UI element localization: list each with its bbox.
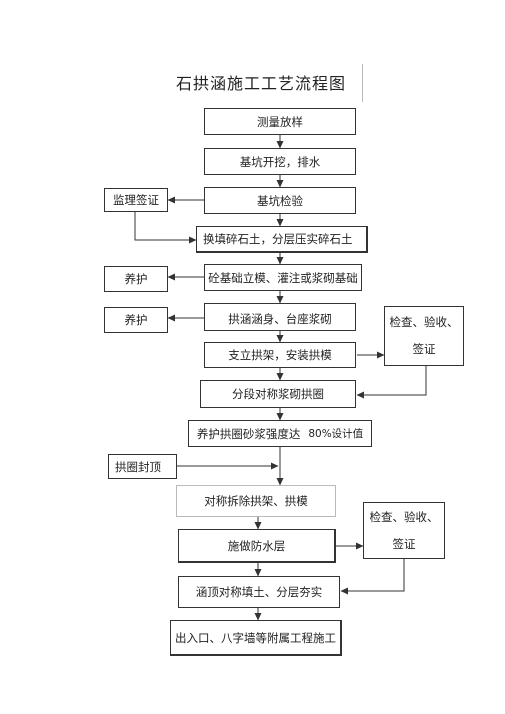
step-label: 涵顶对称填土、分层夯实 xyxy=(195,585,323,599)
side-label: 检查、验收、 xyxy=(389,315,459,329)
curing-box-2: 养护 xyxy=(104,307,168,333)
side-label: 养护 xyxy=(124,272,148,286)
step-label: 养护拱圈砂浆强度达 xyxy=(196,426,301,441)
side-label: 拱圈封顶 xyxy=(115,459,161,474)
step-survey-layout: 测量放样 xyxy=(204,108,356,135)
step-arch-support-install: 支立拱架，安装拱模 xyxy=(204,342,356,368)
step-label: 砼基础立模、灌注或浆砌基础 xyxy=(208,270,358,285)
step-label: 拱涵涵身、台座浆砌 xyxy=(228,312,332,326)
side-label: 检查、验收、 xyxy=(369,509,439,524)
step-curing-mortar-strength: 养护拱圈砂浆强度达 80%设计值 xyxy=(188,420,372,447)
step-pit-inspection: 基坑检验 xyxy=(204,187,356,214)
step-label: 换填碎石土，分层压实碎石土 xyxy=(203,232,353,246)
step-label: 出入口、八字墙等附属工程施工 xyxy=(175,630,336,645)
title-divider xyxy=(362,64,363,102)
strength-threshold: 80%设计值 xyxy=(308,428,364,440)
step-label: 分段对称浆砌拱圈 xyxy=(232,387,324,401)
step-culvert-body-masonry: 拱涵涵身、台座浆砌 xyxy=(204,303,356,331)
step-label: 支立拱架，安装拱模 xyxy=(228,348,332,362)
step-label: 施做防水层 xyxy=(227,538,286,553)
step-label: 测量放样 xyxy=(257,114,303,129)
step-excavation-drainage: 基坑开挖，排水 xyxy=(204,148,356,175)
side-label: 养护 xyxy=(124,313,148,327)
step-gravel-backfill: 换填碎石土，分层压实碎石土 xyxy=(196,226,368,253)
arch-closure-box: 拱圈封顶 xyxy=(108,454,177,479)
inspection-signoff-box-2: 检查、验收、 签证 xyxy=(363,502,445,559)
step-backfill-compaction: 涵顶对称填土、分层夯实 xyxy=(178,576,340,608)
step-ancillary-works: 出入口、八字墙等附属工程施工 xyxy=(170,620,342,656)
step-label: 基坑开挖，排水 xyxy=(239,154,321,169)
side-label: 签证 xyxy=(412,342,436,356)
step-foundation-formwork: 砼基础立模、灌注或浆砌基础 xyxy=(204,264,362,291)
inspection-signoff-box-1: 检查、验收、 签证 xyxy=(384,306,464,366)
step-remove-arch-support: 对称拆除拱架、拱模 xyxy=(176,485,336,517)
supervision-signoff-box: 监理签证 xyxy=(104,188,168,212)
curing-box-1: 养护 xyxy=(104,266,168,292)
side-label: 签证 xyxy=(392,536,416,551)
diagram-title: 石拱涵施工工艺流程图 xyxy=(176,74,347,93)
step-waterproofing: 施做防水层 xyxy=(178,529,336,563)
step-label: 对称拆除拱架、拱模 xyxy=(204,494,308,508)
step-label: 基坑检验 xyxy=(257,193,303,208)
step-arch-ring-masonry: 分段对称浆砌拱圈 xyxy=(200,380,356,408)
side-label: 监理签证 xyxy=(113,193,159,207)
